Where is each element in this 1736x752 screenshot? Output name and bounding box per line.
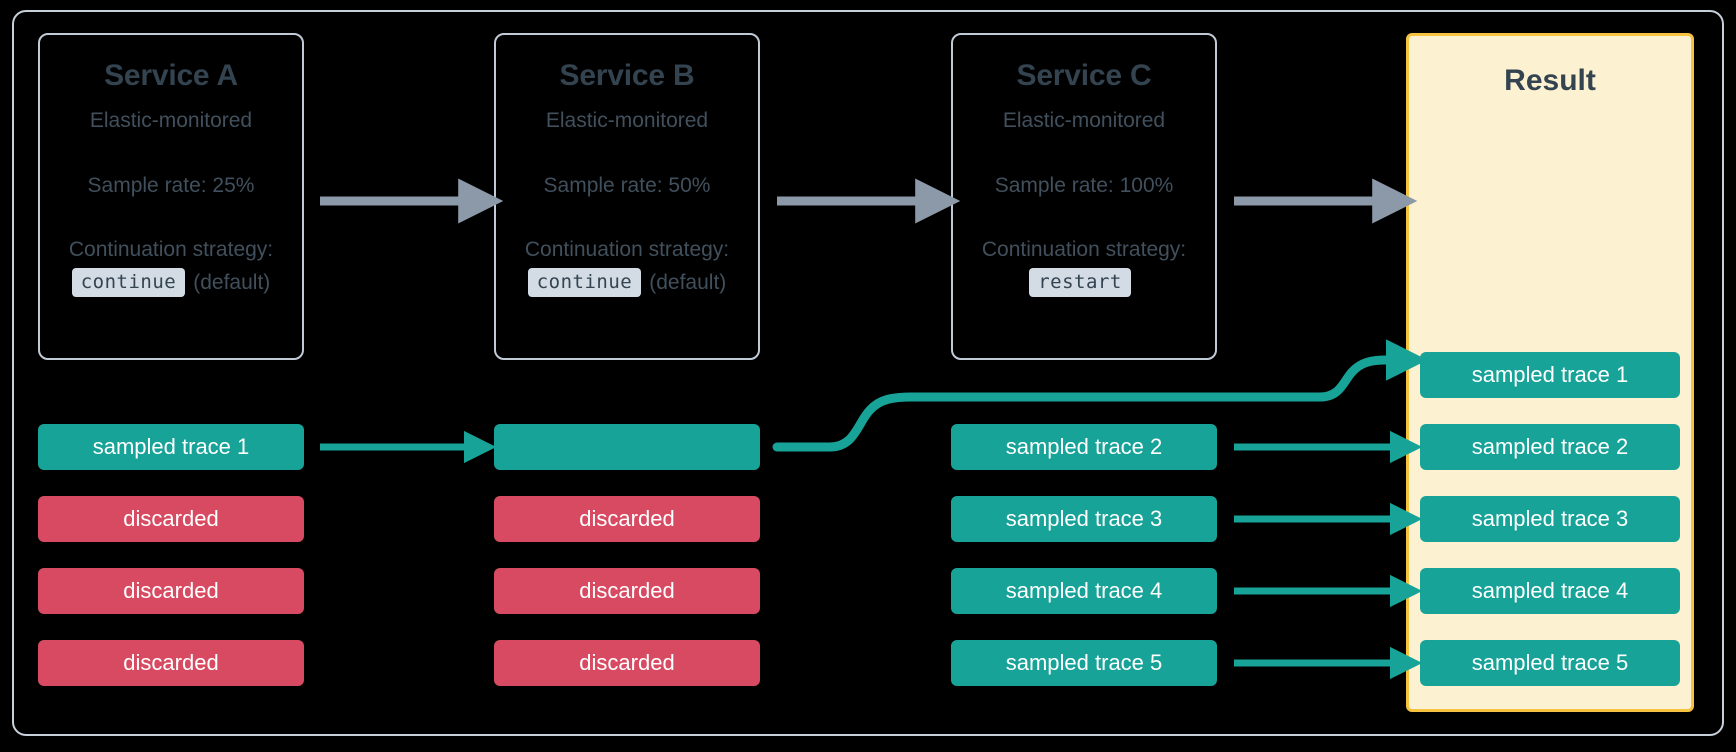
result-trace-pill: sampled trace 1 xyxy=(1420,352,1680,398)
trace-pill: sampled trace 4 xyxy=(951,568,1217,614)
trace-pill: discarded xyxy=(38,496,304,542)
trace-pill: discarded xyxy=(38,640,304,686)
service-c-title: Service C xyxy=(1016,59,1152,92)
service-c-strategy-value: restart xyxy=(1029,268,1131,298)
trace-pill xyxy=(494,424,760,470)
trace-pill: sampled trace 1 xyxy=(38,424,304,470)
result-trace-pill: sampled trace 5 xyxy=(1420,640,1680,686)
trace-pill: sampled trace 3 xyxy=(951,496,1217,542)
service-box-b: Service B Elastic-monitored Sample rate:… xyxy=(494,33,760,360)
service-c-strategy-label: Continuation strategy: xyxy=(981,237,1187,261)
service-b-sample-rate: Sample rate: 50% xyxy=(543,173,711,197)
trace-pill: discarded xyxy=(494,568,760,614)
result-trace-pill: sampled trace 2 xyxy=(1420,424,1680,470)
service-box-c: Service C Elastic-monitored Sample rate:… xyxy=(951,33,1217,360)
service-a-title: Service A xyxy=(104,59,238,92)
service-box-a: Service A Elastic-monitored Sample rate:… xyxy=(38,33,304,360)
service-c-sample-rate: Sample rate: 100% xyxy=(994,173,1174,197)
service-b-subtitle: Elastic-monitored xyxy=(545,108,709,132)
service-a-subtitle: Elastic-monitored xyxy=(89,108,253,132)
service-c-strategy-row: restart xyxy=(953,268,1215,298)
result-trace-pill: sampled trace 4 xyxy=(1420,568,1680,614)
service-a-strategy-label: Continuation strategy: xyxy=(68,237,274,261)
service-a-strategy-note: (default) xyxy=(193,270,271,294)
trace-pill: discarded xyxy=(38,568,304,614)
service-c-subtitle: Elastic-monitored xyxy=(1002,108,1166,132)
service-b-strategy-row: continue (default) xyxy=(496,268,758,298)
service-b-strategy-value: continue xyxy=(527,268,642,298)
result-trace-pill: sampled trace 3 xyxy=(1420,496,1680,542)
service-a-strategy-row: continue (default) xyxy=(40,268,302,298)
trace-pill: discarded xyxy=(494,640,760,686)
trace-pill: sampled trace 2 xyxy=(951,424,1217,470)
service-a-strategy-value: continue xyxy=(71,268,186,298)
trace-pill: discarded xyxy=(494,496,760,542)
diagram-outer-frame xyxy=(12,10,1724,736)
service-b-strategy-label: Continuation strategy: xyxy=(524,237,730,261)
result-title: Result xyxy=(1504,64,1596,97)
trace-pill: sampled trace 5 xyxy=(951,640,1217,686)
service-b-title: Service B xyxy=(559,59,695,92)
service-a-sample-rate: Sample rate: 25% xyxy=(87,173,255,197)
service-b-strategy-note: (default) xyxy=(649,270,727,294)
